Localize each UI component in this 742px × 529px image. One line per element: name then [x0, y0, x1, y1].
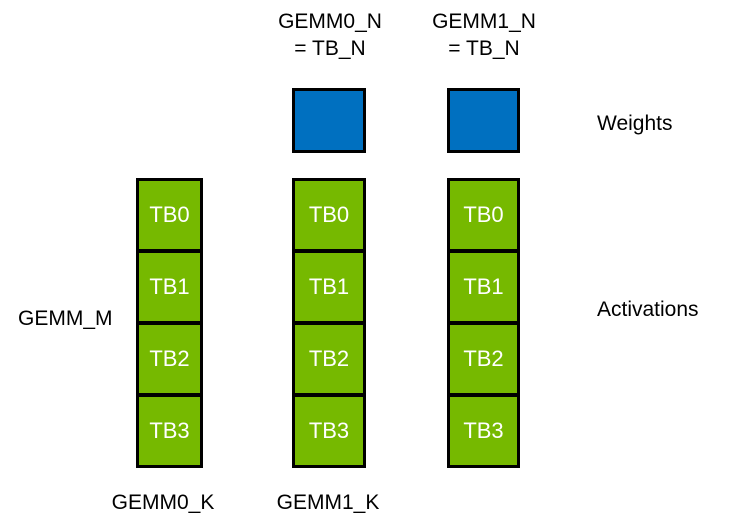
- threadblock-cell-tb1: TB1: [295, 249, 363, 321]
- threadblock-cell-tb3: TB3: [295, 393, 363, 465]
- gemm1-k-label: GEMM1_K: [276, 491, 380, 514]
- weights-block-gemm0: [292, 88, 366, 153]
- weights-block-gemm1: [447, 88, 520, 153]
- activations-legend-label: Activations: [597, 298, 699, 321]
- gemm1-n-line2: = TB_N: [448, 37, 520, 60]
- gemm0-k-label: GEMM0_K: [111, 491, 215, 514]
- gemm0-n-line2: = TB_N: [294, 37, 366, 60]
- threadblock-cell-tb2: TB2: [295, 321, 363, 393]
- threadblock-cell-tb2: TB2: [139, 321, 200, 393]
- activations-column-gemm0-k: TB0 TB1 TB2 TB3: [136, 178, 203, 468]
- weights-legend-label: Weights: [597, 112, 673, 135]
- activations-column-right: TB0 TB1 TB2 TB3: [447, 178, 520, 468]
- threadblock-cell-tb0: TB0: [139, 181, 200, 249]
- threadblock-cell-tb3: TB3: [139, 393, 200, 465]
- gemm1-n-line1: GEMM1_N: [432, 10, 536, 33]
- gemm0-n-line1: GEMM0_N: [278, 10, 382, 33]
- threadblock-cell-tb1: TB1: [450, 249, 517, 321]
- gemm0-n-header-label: GEMM0_N = TB_N: [258, 8, 402, 62]
- threadblock-cell-tb2: TB2: [450, 321, 517, 393]
- gemm-m-label: GEMM_M: [18, 307, 113, 330]
- threadblock-cell-tb1: TB1: [139, 249, 200, 321]
- threadblock-cell-tb3: TB3: [450, 393, 517, 465]
- threadblock-cell-tb0: TB0: [450, 181, 517, 249]
- activations-column-gemm1-k: TB0 TB1 TB2 TB3: [292, 178, 366, 468]
- gemm1-n-header-label: GEMM1_N = TB_N: [412, 8, 556, 62]
- threadblock-cell-tb0: TB0: [295, 181, 363, 249]
